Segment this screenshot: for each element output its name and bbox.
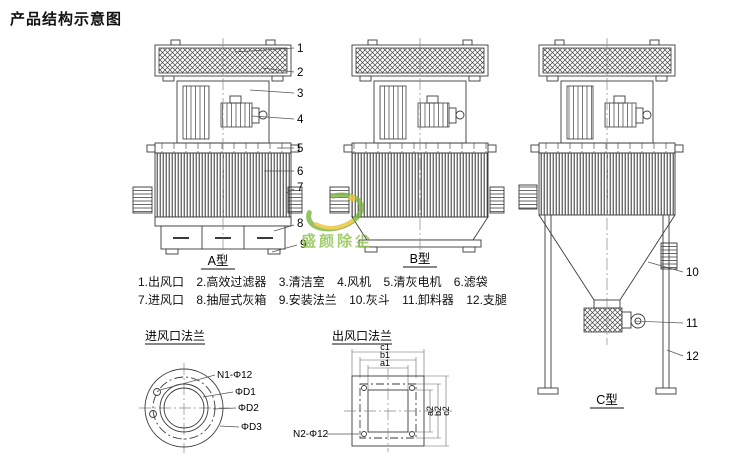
lifting-lug [170, 39, 181, 46]
watermark-text: 盛颜除尘 [301, 232, 373, 250]
callout-10: 10 [686, 267, 699, 279]
callout-5: 5 [297, 143, 303, 155]
a2-label: a2 [425, 406, 435, 416]
ash-hopper [538, 214, 595, 301]
bolt-hole [149, 410, 157, 418]
callout-7: 7 [297, 182, 303, 194]
legend-item: 8.抽屉式灰箱 [196, 293, 267, 307]
inlet-flange-title: 进风口法兰 [145, 329, 205, 343]
logo-accent-icon [314, 219, 354, 230]
mounting-flange [462, 246, 476, 253]
cleaning-motor [220, 102, 253, 128]
watermark: 盛颜除尘 [301, 192, 373, 250]
d1-label: ΦD1 [235, 387, 256, 398]
discharger [583, 307, 623, 333]
inlet-flange-right [489, 186, 505, 214]
drawing-type-a: A型 [132, 38, 303, 270]
c2-label: c2 [441, 406, 451, 416]
callout-4: 4 [297, 114, 304, 126]
callout-9: 9 [300, 239, 306, 251]
lifting-lug [554, 39, 565, 46]
bolt-hole [153, 388, 161, 396]
legend-line-2: 7.进风口 8.抽屉式灰箱 9.安装法兰 10.灰斗 11.卸料器 12.支腿 [138, 291, 516, 309]
drawing-type-c: C型 [518, 38, 684, 409]
legend-item: 10.灰斗 [349, 293, 390, 307]
callout-leaders: 1 2 3 4 5 6 7 8 9 10 11 12 [234, 43, 699, 363]
bolt-spec-label: N2-Φ12 [293, 429, 329, 440]
legend-item: 5.清灰电机 [383, 275, 442, 289]
inlet-flange-left [329, 186, 350, 214]
fan [566, 85, 594, 140]
d2-label: ΦD2 [238, 403, 259, 414]
cleaning-motor [604, 102, 637, 128]
inlet-flange-right [287, 186, 303, 214]
bolt-hole [361, 385, 367, 391]
mounting-flange [364, 246, 378, 253]
inlet-flange-detail: 进风口法兰 N1-Φ12 ΦD1 ΦD2 ΦD3 [139, 329, 262, 453]
legend-item: 12.支腿 [466, 293, 507, 307]
bolt-hole [409, 385, 415, 391]
callout-1: 1 [297, 43, 303, 55]
outlet-flange-title: 出风口法兰 [332, 329, 392, 343]
b2-label: b2 [433, 406, 443, 416]
inlet-flange-left [518, 184, 538, 210]
d3-label: ΦD3 [241, 422, 262, 433]
flange-outer-circle [144, 368, 224, 448]
bolt-hole [409, 431, 415, 437]
foot-pad [655, 387, 677, 395]
parts-legend: 1.出风口 2.高效过滤器 3.清洁室 4.风机 5.清灰电机 6.滤袋 7.进… [138, 273, 516, 309]
legend-item: 1.出风口 [138, 275, 185, 289]
type-b-label: B型 [410, 252, 431, 266]
type-c-label: C型 [596, 393, 618, 407]
callout-3: 3 [297, 88, 303, 100]
fan [379, 85, 407, 140]
page-title: 产品结构示意图 [10, 11, 123, 28]
c1-label: c1 [380, 342, 390, 352]
callout-2: 2 [297, 67, 303, 79]
inlet-flange-right [660, 242, 678, 270]
callout-12: 12 [686, 351, 699, 363]
lifting-lug [462, 39, 473, 46]
lifting-lug [265, 39, 276, 46]
b1-label: b1 [380, 350, 390, 360]
a1-label: a1 [380, 358, 390, 368]
callout-8: 8 [297, 218, 303, 230]
fan [182, 85, 210, 140]
outlet-flange-detail: 出风口法兰 c1 b1 a1 [293, 329, 452, 452]
legend-item: 11.卸料器 [402, 293, 454, 307]
bolt-spec-label: N1-Φ12 [217, 370, 253, 381]
callout-11: 11 [686, 318, 698, 330]
legend-item: 3.清洁室 [278, 275, 325, 289]
mounting-flange [165, 248, 179, 255]
bolt-circle [152, 376, 216, 440]
callout-6: 6 [297, 166, 303, 178]
lifting-lug [649, 39, 660, 46]
cleaning-motor [417, 102, 450, 128]
legend-item: 6.滤袋 [453, 275, 488, 289]
legend-item: 2.高效过滤器 [196, 275, 267, 289]
legend-item: 9.安装法兰 [278, 293, 337, 307]
foot-pad [537, 387, 559, 395]
legend-item: 4.风机 [337, 275, 372, 289]
bolt-hole [361, 431, 367, 437]
logo-dot-icon [348, 194, 356, 202]
flange-bore [163, 387, 205, 429]
lifting-lug [367, 39, 378, 46]
inlet-flange-left [132, 186, 153, 214]
legend-item: 7.进风口 [138, 293, 185, 307]
type-a-label: A型 [208, 254, 229, 268]
legend-line-1: 1.出风口 2.高效过滤器 3.清洁室 4.风机 5.清灰电机 6.滤袋 [138, 273, 516, 291]
